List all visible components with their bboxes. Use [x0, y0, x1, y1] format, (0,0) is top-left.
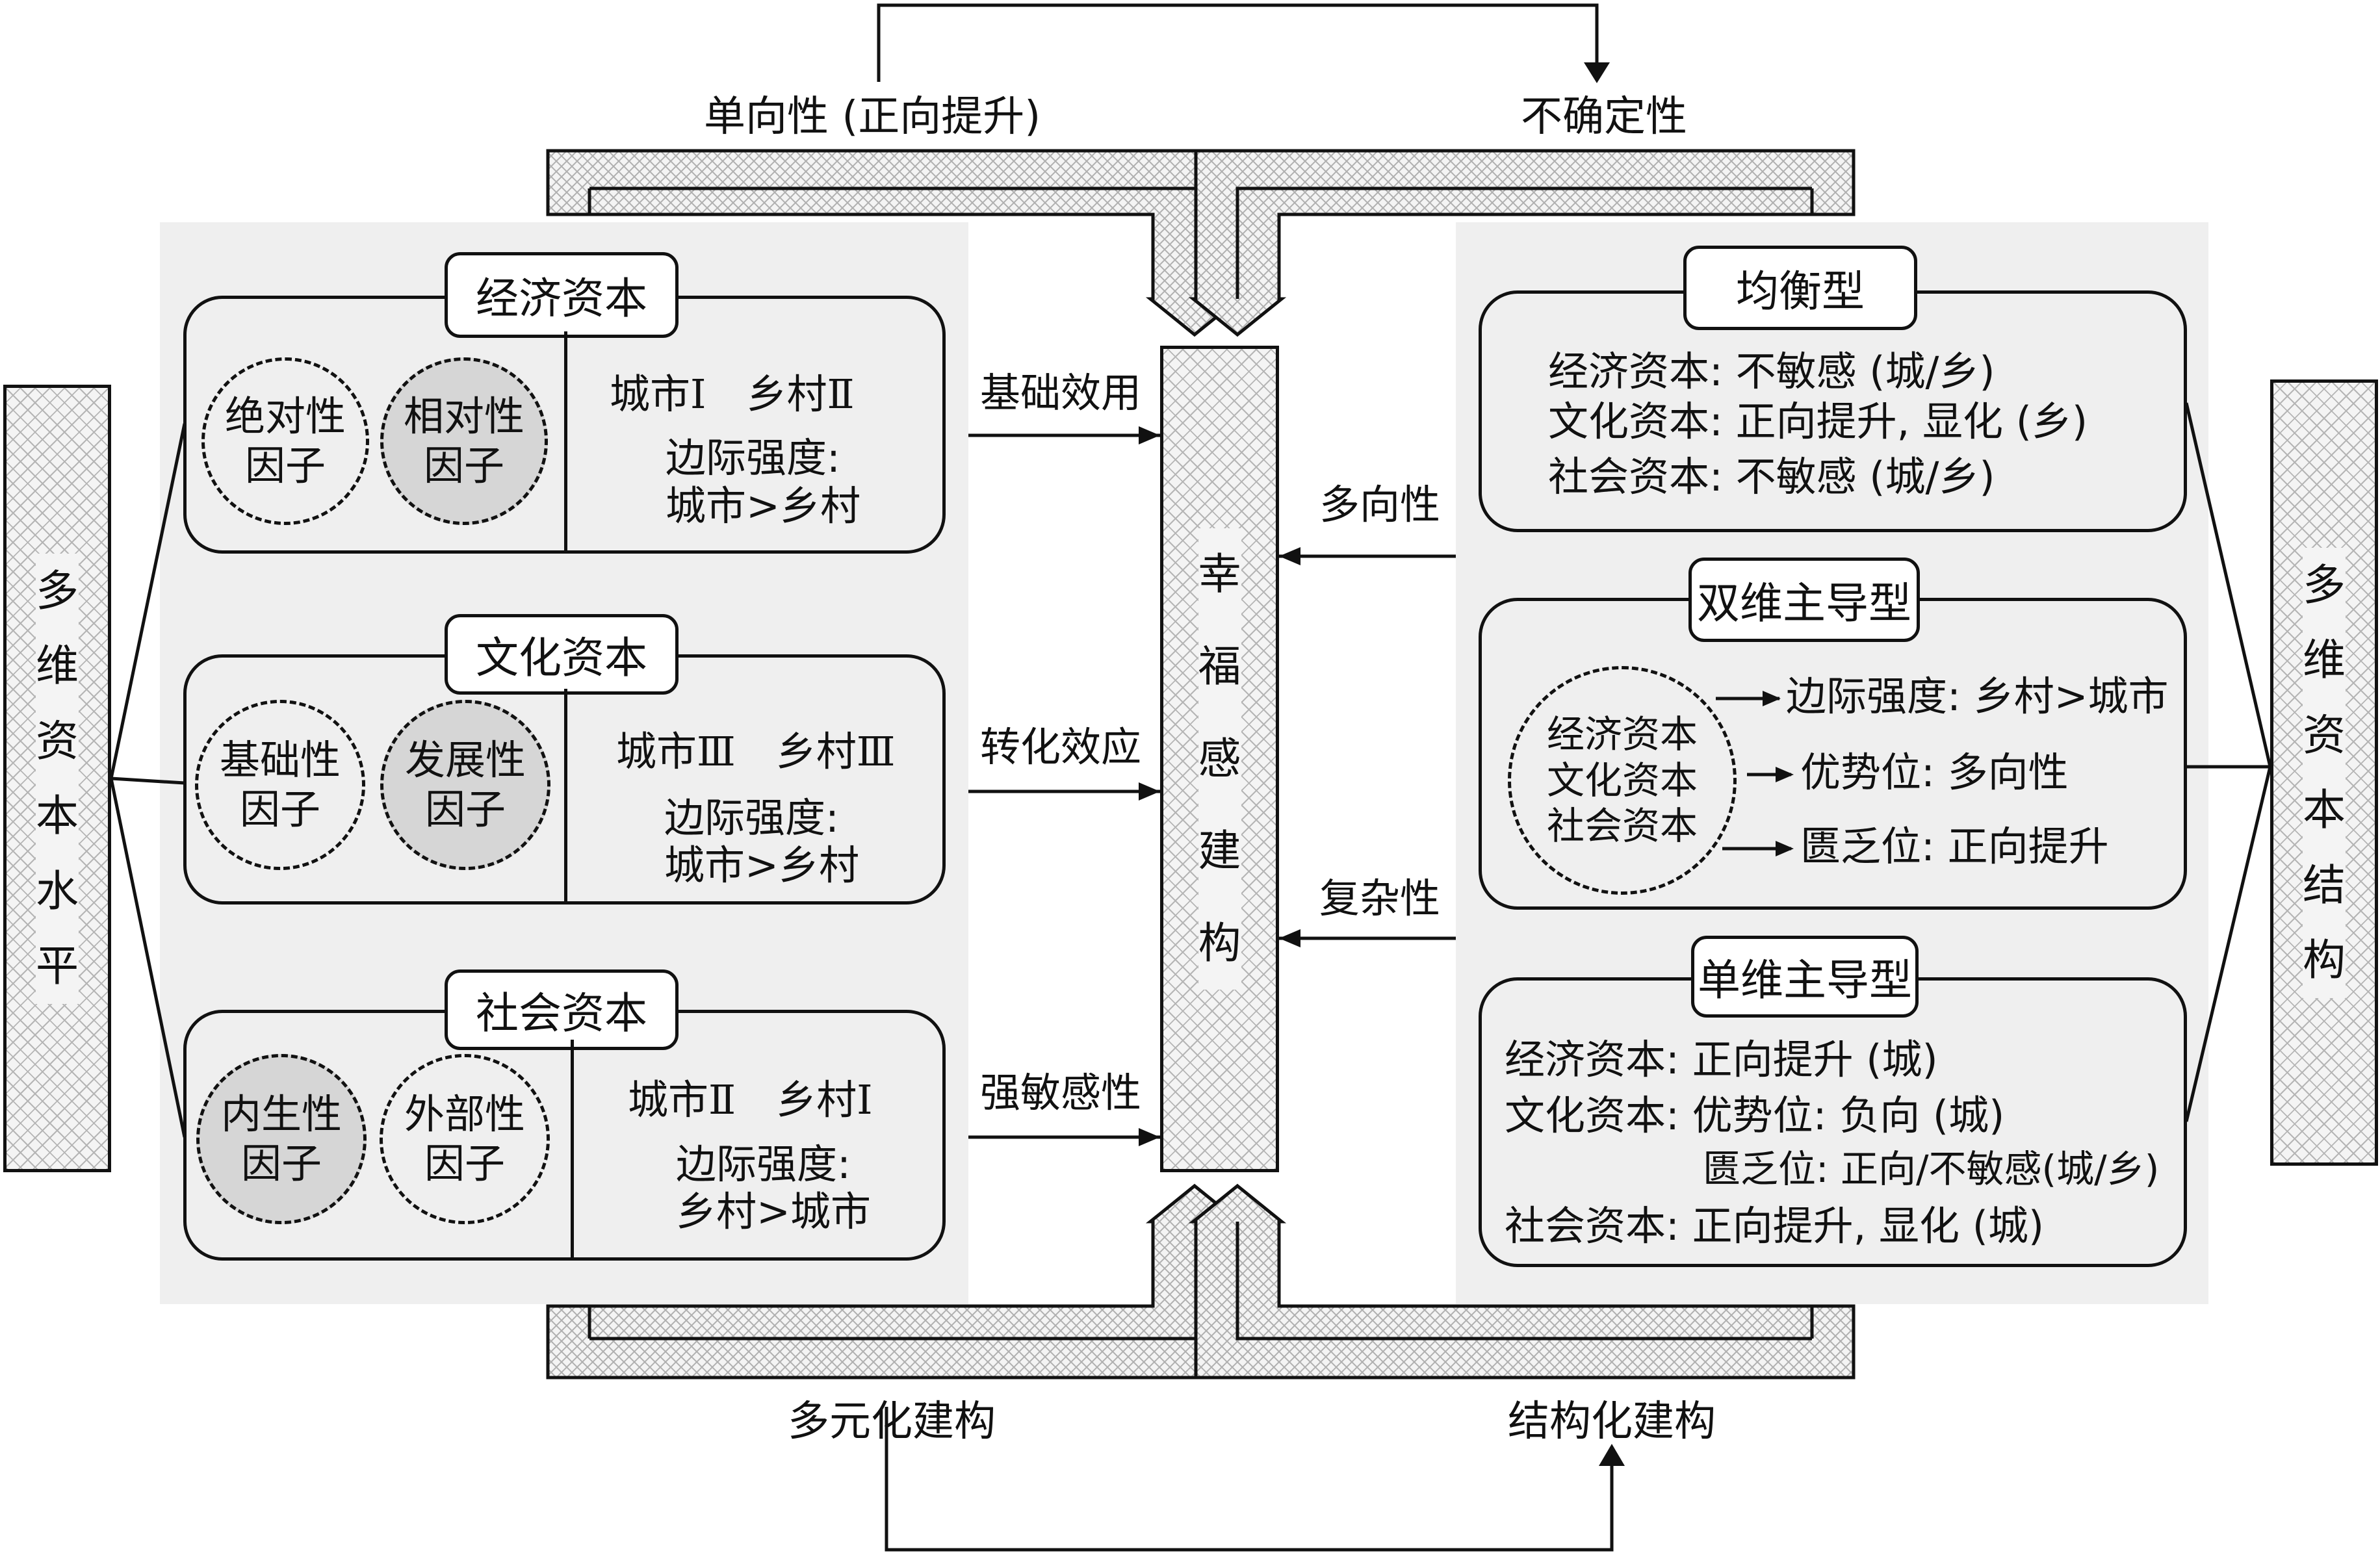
- right-bar-char: 资: [2303, 697, 2346, 773]
- center-bar-char: 福: [1198, 621, 1241, 713]
- label-bottom-right: 结构化建构: [1508, 1398, 1716, 1446]
- bottom-feedback-arrowhead: [1599, 1444, 1625, 1466]
- cultural-margin-label: 边际强度:: [664, 794, 839, 841]
- social-rank: 城市Ⅱ 乡村Ⅰ: [628, 1076, 873, 1123]
- relative-factor-circle: 相对性因子: [380, 357, 548, 525]
- circle-label-line1: 发展性: [404, 736, 526, 784]
- balanced-type-box: [1479, 290, 2187, 532]
- center-bar-char: 建: [1198, 804, 1241, 897]
- fan-line-to-cultural: [110, 776, 185, 785]
- center-bar-happiness-construction: 幸 福 感 建 构: [1160, 346, 1279, 1172]
- circle-label-line2: 因子: [244, 442, 326, 489]
- right-bar-multidim-capital-structure: 多 维 资 本 结 构: [2270, 379, 2378, 1166]
- economic-margin-label: 边际强度:: [666, 434, 840, 481]
- left-bar-char: 水: [36, 853, 79, 929]
- top-feedback-arrowhead: [1584, 62, 1610, 83]
- circle-label-line2: 因子: [423, 442, 504, 489]
- dual-dominant-title: 双维主导型: [1688, 558, 1920, 642]
- right-bar-char: 多: [2303, 547, 2346, 622]
- label-top-left: 单向性 (正向提升): [704, 93, 1041, 141]
- single-dominant-box: [1479, 977, 2187, 1267]
- economic-capital-title: 经济资本: [445, 252, 679, 338]
- circle-label-line2: 因子: [240, 1140, 322, 1187]
- circle-line-social: 社会资本: [1546, 804, 1698, 849]
- dual-item-3: 匮乏位: 正向提升: [1800, 823, 2109, 870]
- fan-line-to-social: [109, 778, 187, 1138]
- circle-label-line1: 绝对性: [224, 392, 346, 441]
- fan-line-from-single: [2184, 766, 2272, 1122]
- fan-line-from-balanced: [2184, 402, 2272, 767]
- center-bar-char: 感: [1198, 713, 1241, 805]
- circle-label-line1: 内生性: [220, 1090, 342, 1138]
- single-line-2: 文化资本: 优势位: 负向 (城): [1505, 1092, 2005, 1139]
- right-bar-char: 结: [2303, 847, 2346, 923]
- label-bottom-left: 多元化建构: [788, 1398, 996, 1446]
- center-bar-char: 幸: [1198, 528, 1241, 621]
- cultural-margin-value: 城市>乡村: [664, 841, 859, 889]
- capital-set-circle: 经济资本文化资本社会资本: [1508, 666, 1737, 895]
- cultural-rank: 城市Ⅲ 乡村Ⅲ: [616, 728, 896, 775]
- left-bar-char: 维: [36, 628, 79, 704]
- circle-label-line1: 外部性: [404, 1090, 525, 1138]
- cultural-capital-title: 文化资本: [445, 614, 679, 695]
- dual-item-1: 边际强度: 乡村>城市: [1786, 673, 2169, 720]
- circle-label-line2: 因子: [424, 1140, 505, 1187]
- economic-rank: 城市Ⅰ 乡村Ⅱ: [610, 370, 855, 418]
- left-bar-char: 资: [36, 703, 79, 778]
- left-bar-multidim-capital-level: 多 维 资 本 水 平: [3, 385, 111, 1172]
- balanced-line-2: 文化资本: 正向提升, 显化 (乡): [1548, 398, 2088, 445]
- left-bar-char: 本: [36, 778, 79, 854]
- right-bar-char: 本: [2303, 773, 2346, 848]
- right-bar-char: 构: [2303, 923, 2346, 998]
- circle-line-economic: 经济资本: [1546, 712, 1698, 756]
- social-divider: [571, 1040, 574, 1261]
- balanced-type-title: 均衡型: [1683, 246, 1917, 330]
- absolute-factor-circle: 绝对性因子: [201, 357, 369, 525]
- external-factor-circle: 外部性因子: [380, 1054, 550, 1224]
- balanced-line-3: 社会资本: 不敏感 (城/乡): [1548, 453, 1995, 500]
- center-bar-char: 构: [1198, 897, 1241, 990]
- economic-margin-value: 城市>乡村: [666, 482, 860, 530]
- circle-line-cultural: 文化资本: [1546, 758, 1698, 802]
- basic-factor-circle: 基础性因子: [195, 700, 365, 870]
- social-margin-value: 乡村>城市: [676, 1188, 871, 1235]
- single-line-4: 社会资本: 正向提升, 显化 (城): [1505, 1202, 2045, 1250]
- effect-label-social: 强敏感性: [980, 1069, 1142, 1116]
- fan-line-to-economic: [109, 423, 187, 779]
- endogenous-factor-circle: 内生性因子: [196, 1054, 367, 1224]
- circle-label-line1: 基础性: [219, 736, 341, 784]
- balanced-line-1: 经济资本: 不敏感 (城/乡): [1548, 348, 1995, 395]
- single-line-1: 经济资本: 正向提升 (城): [1505, 1036, 1938, 1083]
- social-margin-label: 边际强度:: [676, 1140, 851, 1188]
- label-multidirection: 多向性: [1319, 481, 1441, 528]
- left-bar-char: 平: [36, 929, 79, 1004]
- label-top-right: 不确定性: [1521, 93, 1687, 141]
- economic-divider: [564, 331, 567, 552]
- single-line-3: 匮乏位: 正向/不敏感(城/乡): [1703, 1147, 2160, 1191]
- effect-label-economic: 基础效用: [980, 369, 1142, 417]
- single-dominant-title: 单维主导型: [1691, 936, 1919, 1018]
- circle-label-line2: 因子: [424, 786, 506, 833]
- left-bar-char: 多: [36, 553, 79, 628]
- social-capital-title: 社会资本: [445, 969, 679, 1050]
- label-complexity: 复杂性: [1319, 875, 1441, 922]
- dual-item-2: 优势位: 多向性: [1800, 749, 2069, 796]
- effect-label-cultural: 转化效应: [980, 723, 1142, 771]
- bottom-right-hatched-arrow: [1188, 1183, 1856, 1380]
- circle-label-line1: 相对性: [403, 392, 524, 441]
- right-bar-char: 维: [2303, 622, 2346, 698]
- development-factor-circle: 发展性因子: [380, 700, 550, 870]
- circle-label-line2: 因子: [239, 786, 320, 833]
- cultural-divider: [564, 689, 567, 903]
- top-right-hatched-arrow: [1188, 149, 1856, 337]
- bottom-feedback-line: [885, 1407, 1614, 1552]
- top-feedback-line: [877, 3, 1599, 82]
